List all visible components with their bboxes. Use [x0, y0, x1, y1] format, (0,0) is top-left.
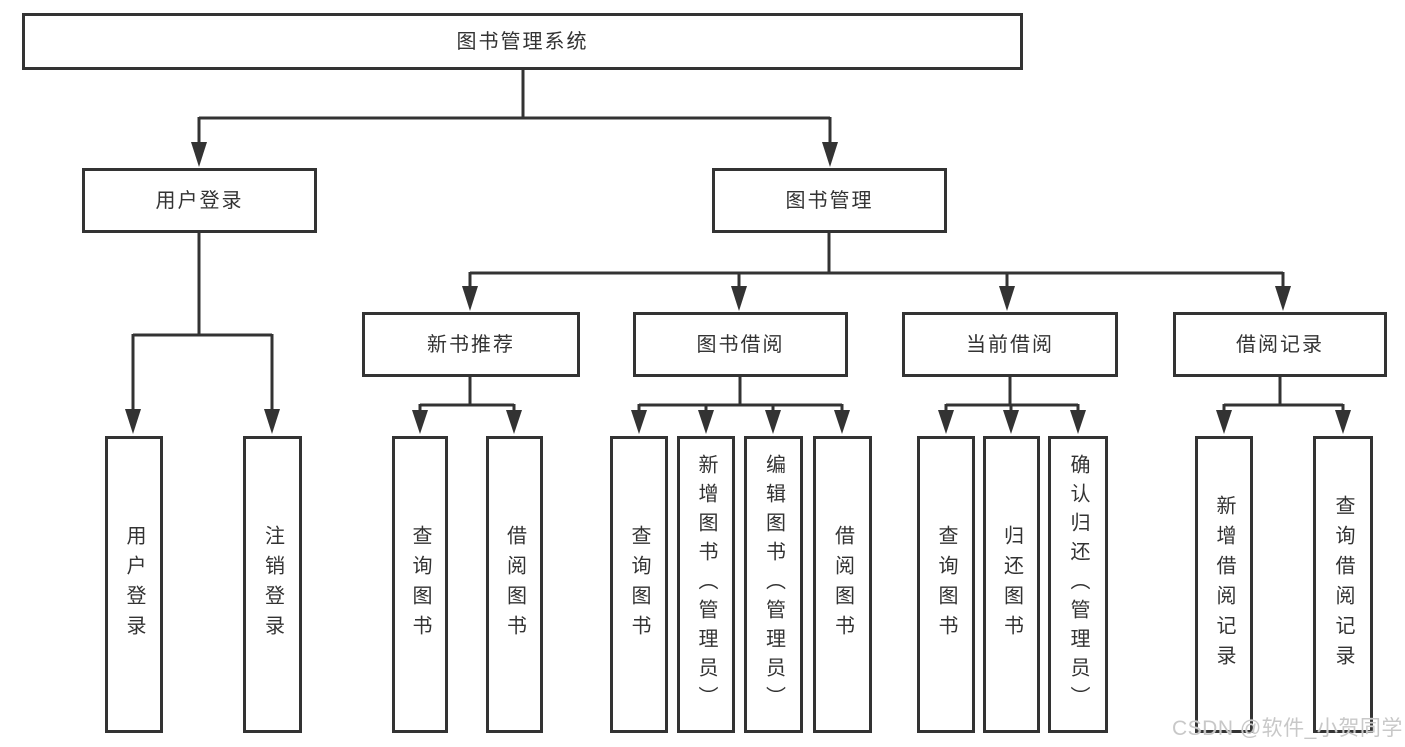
leaf-query-book-borrow-label: 查询图书: [628, 524, 650, 645]
leaf-query-borrow-record: 查询借阅记录: [1313, 436, 1373, 733]
leaf-edit-book-admin: 编辑图书（管理员）: [744, 436, 803, 733]
leaf-borrow-book: 借阅图书: [813, 436, 872, 733]
node-book-management-label: 图书管理: [785, 189, 874, 212]
node-user-login-label: 用户登录: [155, 189, 244, 212]
leaf-confirm-return-admin: 确认归还（管理员）: [1048, 436, 1108, 733]
node-system-root: 图书管理系统: [22, 13, 1023, 70]
leaf-confirm-return-admin-label: 确认归还（管理员）: [1067, 454, 1089, 715]
leaf-query-book-recommend-label: 查询图书: [409, 524, 431, 645]
node-user-login: 用户登录: [82, 168, 317, 233]
node-new-book-recommend-label: 新书推荐: [427, 333, 515, 356]
leaf-query-borrow-record-label: 查询借阅记录: [1332, 494, 1354, 675]
node-borrow-records: 借阅记录: [1173, 312, 1387, 377]
leaf-add-book-admin-label: 新增图书（管理员）: [695, 454, 717, 715]
leaf-logout-label: 注销登录: [261, 524, 284, 645]
node-system-root-label: 图书管理系统: [456, 30, 589, 53]
leaf-logout: 注销登录: [243, 436, 302, 733]
leaf-query-book-recommend: 查询图书: [392, 436, 448, 733]
leaf-add-borrow-record: 新增借阅记录: [1195, 436, 1253, 733]
leaf-return-book-label: 归还图书: [1000, 524, 1023, 645]
leaf-borrow-book-recommend: 借阅图书: [486, 436, 543, 733]
leaf-add-borrow-record-label: 新增借阅记录: [1213, 494, 1235, 675]
node-book-management: 图书管理: [712, 168, 947, 233]
leaf-edit-book-admin-label: 编辑图书（管理员）: [762, 454, 785, 715]
csdn-watermark: CSDN @软件_小贺同学: [1172, 717, 1403, 740]
arrowhead-group: [125, 142, 1351, 434]
leaf-query-book-current: 查询图书: [917, 436, 975, 733]
node-book-borrow-label: 图书借阅: [696, 333, 785, 356]
leaf-borrow-book-label: 借阅图书: [831, 524, 854, 645]
leaf-add-book-admin: 新增图书（管理员）: [677, 436, 735, 733]
leaf-borrow-book-recommend-label: 借阅图书: [503, 524, 526, 645]
node-current-borrow-label: 当前借阅: [966, 333, 1054, 356]
node-current-borrow: 当前借阅: [902, 312, 1118, 377]
leaf-user-login: 用户登录: [105, 436, 163, 733]
leaf-user-login-label: 用户登录: [123, 524, 145, 645]
node-borrow-records-label: 借阅记录: [1236, 333, 1324, 356]
leaf-query-book-current-label: 查询图书: [935, 524, 957, 645]
leaf-query-book-borrow: 查询图书: [610, 436, 668, 733]
node-book-borrow: 图书借阅: [633, 312, 848, 377]
node-new-book-recommend: 新书推荐: [362, 312, 580, 377]
leaf-return-book: 归还图书: [983, 436, 1040, 733]
